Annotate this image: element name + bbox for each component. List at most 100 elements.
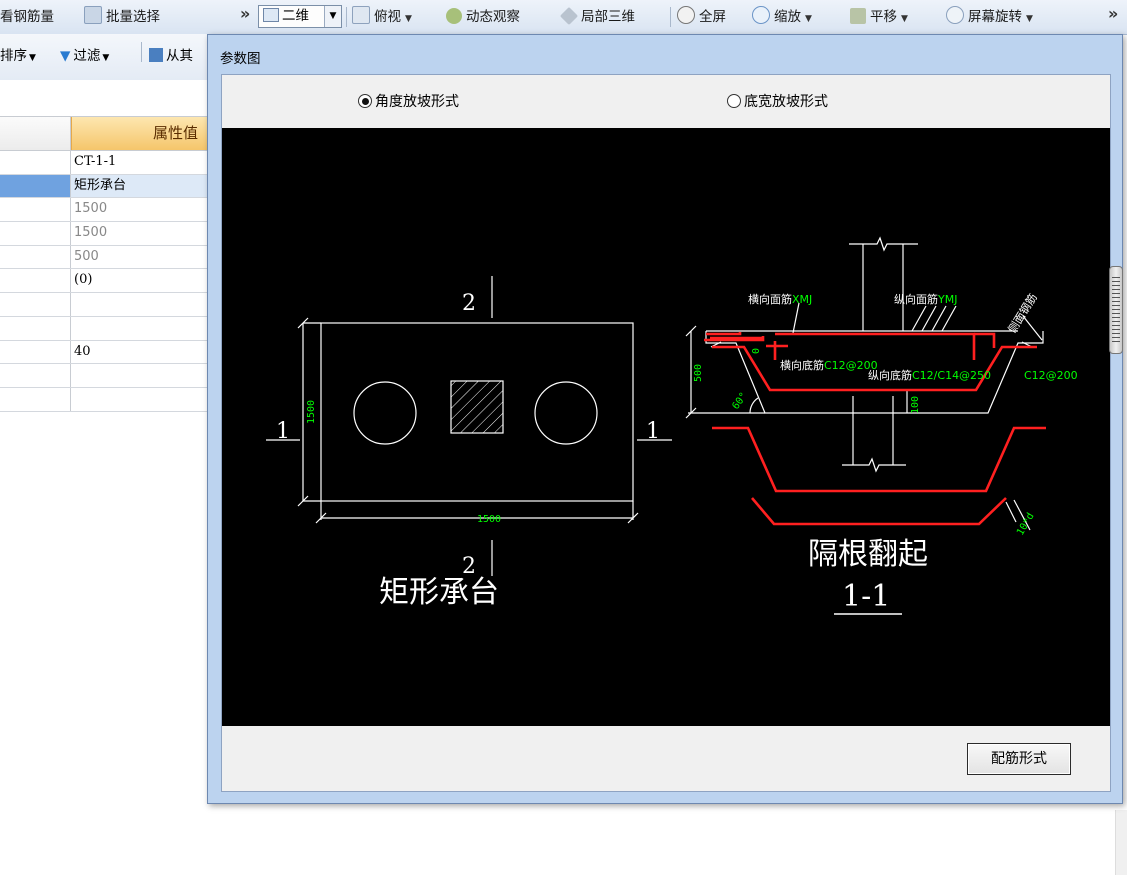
table-row[interactable]: 1500 [0, 198, 212, 223]
chevron-down-icon: ▼ [29, 53, 36, 63]
property-name-cell[interactable] [0, 174, 71, 198]
parameter-drawing: 1500 1500 2 2 1 1 矩形承台 [222, 128, 1110, 726]
batch-select-icon [84, 6, 102, 24]
radio-angle-slope[interactable]: 角度放坡形式 [358, 91, 459, 111]
table-row[interactable] [0, 316, 212, 341]
radio-unchecked-icon [727, 94, 741, 108]
dynamic-observe-button[interactable]: 动态观察 [446, 0, 520, 34]
label-right-code: C12@200 [1024, 369, 1078, 382]
property-name-cell[interactable] [0, 151, 71, 174]
pan-hand-icon [850, 8, 866, 24]
section-mark-1-left: 1 [276, 419, 290, 444]
local-3d-icon [559, 6, 579, 26]
property-value-cell[interactable]: 矩形承台 [71, 174, 212, 198]
view-rebar-button[interactable]: 看钢筋量 [0, 9, 54, 25]
chevron-down-icon: ▼ [324, 6, 341, 27]
chevron-down-icon: ▼ [405, 14, 412, 24]
property-name-cell[interactable] [0, 364, 71, 387]
property-name-cell[interactable] [0, 245, 71, 269]
section-view [685, 236, 1044, 531]
property-value-cell[interactable] [74, 317, 212, 340]
property-value-cell[interactable]: 40 [74, 343, 91, 359]
property-value-cell[interactable]: 500 [74, 248, 99, 264]
table-row[interactable] [0, 293, 212, 317]
rotate-icon [946, 6, 964, 24]
table-row[interactable]: 1500 [0, 222, 212, 246]
label-top-x: 横向面筋XMJ [748, 292, 812, 306]
sort-button[interactable]: 排序▼ [0, 48, 36, 64]
label-bottom-y: 纵向底筋C12/C14@250 [868, 368, 991, 382]
property-toolbar: 排序▼ ▼过滤▼ 从其 [0, 34, 214, 81]
table-row[interactable]: (0) [0, 269, 212, 294]
caption-section: 1-1 [842, 579, 890, 614]
property-value-cell[interactable] [74, 364, 212, 387]
batch-select-button[interactable]: 批量选择 [84, 0, 160, 34]
chevron-down-icon: ▼ [805, 14, 812, 24]
top-view-icon [352, 6, 370, 24]
property-name-cell[interactable] [0, 387, 71, 411]
filter-button[interactable]: ▼过滤▼ [60, 48, 110, 64]
rebar-lines [704, 332, 1046, 526]
view-2d-dropdown[interactable]: 二维▼ [258, 5, 342, 28]
property-name-cell[interactable] [0, 269, 71, 293]
section-mark-1-right: 1 [646, 419, 660, 444]
main-toolbar: 看钢筋量 批量选择 » 二维▼ 俯视▼ 动态观察 局部三维 全屏 缩放▼ 平移▼… [0, 0, 1127, 35]
property-name-cell[interactable] [0, 316, 71, 340]
screen-rotate-button[interactable]: 屏幕旋转▼ [946, 0, 1033, 34]
hook-label: 10*d [1015, 511, 1037, 537]
table-row[interactable] [0, 387, 212, 412]
filter-icon: ▼ [60, 48, 71, 64]
zoom-button[interactable]: 缩放▼ [752, 0, 812, 34]
view-2d-icon [263, 8, 279, 22]
label-bottom-x: 横向底筋C12@200 [780, 358, 878, 372]
parameter-dialog: 参数图 角度放坡形式 底宽放坡形式 [207, 34, 1123, 804]
radio-checked-icon [358, 94, 372, 108]
property-value-cell[interactable]: (0) [74, 272, 93, 288]
plan-caption: 矩形承台 [379, 575, 499, 610]
grid-header: 属性值 [0, 117, 212, 151]
property-grid: 属性值 CT-1-1 矩形承台 1500 1500 500 (0) 40 [0, 80, 212, 412]
right-scrollbar[interactable] [1115, 810, 1127, 875]
toolbar-overflow-left[interactable]: » [240, 4, 251, 23]
dim-0: 0 [751, 348, 762, 354]
property-value-cell[interactable]: 1500 [74, 201, 108, 217]
property-value-header: 属性值 [71, 117, 212, 150]
radio-width-slope[interactable]: 底宽放坡形式 [727, 91, 828, 111]
plan-dim-height: 1500 [306, 400, 317, 424]
table-row[interactable]: CT-1-1 [0, 151, 212, 175]
table-row[interactable]: 40 [0, 340, 212, 365]
copy-from-icon [149, 48, 163, 62]
property-value-cell[interactable] [74, 388, 212, 411]
dialog-title: 参数图 [220, 51, 261, 67]
local-3d-button[interactable]: 局部三维 [559, 0, 635, 34]
property-name-cell[interactable] [0, 293, 71, 316]
table-row[interactable]: 矩形承台 [0, 174, 212, 199]
property-value-cell[interactable] [74, 293, 212, 316]
dialog-scroll-handle[interactable] [1109, 266, 1123, 354]
chevron-down-icon: ▼ [102, 53, 110, 63]
zoom-icon [752, 6, 770, 24]
plan-view [266, 276, 672, 576]
label-side-rebar: 侧面钢筋 [1005, 291, 1040, 336]
toolbar-overflow-right[interactable]: » [1108, 4, 1119, 23]
top-view-button[interactable]: 俯视▼ [352, 0, 412, 34]
plan-dim-width: 1500 [477, 514, 501, 525]
property-value-cell[interactable]: 1500 [74, 225, 108, 241]
property-name-cell[interactable] [0, 340, 71, 364]
property-value-cell[interactable]: CT-1-1 [74, 154, 117, 169]
dim-500: 500 [693, 364, 704, 382]
fullscreen-button[interactable]: 全屏 [677, 0, 726, 34]
copy-from-other-button[interactable]: 从其 [149, 44, 193, 64]
section-mark-2-top: 2 [462, 291, 476, 316]
caption-alternate: 隔根翻起 [808, 537, 928, 572]
property-name-cell[interactable] [0, 198, 71, 222]
dialog-body: 角度放坡形式 底宽放坡形式 [221, 74, 1111, 792]
property-name-cell[interactable] [0, 222, 71, 245]
section-mark-2-bottom: 2 [462, 554, 476, 579]
rebar-form-button[interactable]: 配筋形式 [967, 743, 1071, 775]
table-row[interactable] [0, 364, 212, 388]
angle-label: 60° [730, 391, 749, 412]
pan-button[interactable]: 平移▼ [850, 0, 908, 34]
chevron-down-icon: ▼ [1026, 14, 1033, 24]
table-row[interactable]: 500 [0, 245, 212, 270]
